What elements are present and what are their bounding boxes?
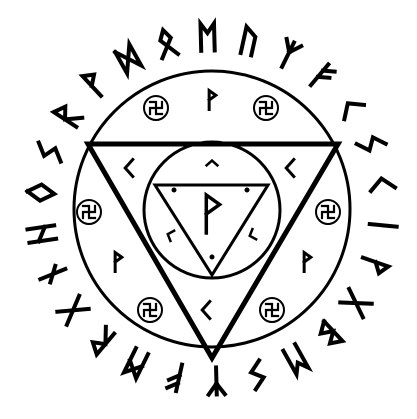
inner-rune-kaunan [125, 159, 133, 176]
swastika-roundel [144, 96, 168, 120]
outer-rune-nauthiz [38, 263, 68, 286]
outer-rune-mannaz [124, 348, 148, 378]
center-rune-wunjo [206, 195, 219, 233]
inner-rune-wunjo [209, 91, 216, 110]
outer-rune-raidho [88, 327, 114, 355]
inner-circle-rune-top [207, 161, 218, 166]
outer-rune-gebo [340, 289, 371, 317]
outer-rune-fehu [311, 64, 336, 91]
outer-rune-gebo [57, 296, 88, 325]
swastika-roundel [77, 200, 101, 224]
outer-rune-fehu [167, 363, 182, 391]
outer-rune-algiz [275, 39, 301, 70]
swastika-roundel [260, 298, 284, 322]
outer-rune-hagalaz [27, 225, 56, 242]
outer-rune-othala [155, 28, 178, 58]
outer-rune-berkano [316, 321, 342, 348]
outer-rune-ingwaz [27, 183, 55, 202]
outer-rune-sowilo [35, 143, 64, 162]
outer-triangle [88, 144, 338, 358]
outer-rune-wunjo [83, 70, 108, 96]
inner-triangle-dot [172, 188, 177, 193]
inner-triangle-dot [210, 255, 215, 260]
outer-rune-ehwaz [283, 344, 308, 374]
inner-circle-rune-right [248, 229, 256, 241]
inner-circle-rune-left [166, 229, 174, 241]
outer-rune-raidho [54, 103, 83, 127]
outer-rune-sowilo [357, 134, 386, 154]
inner-rune-kaunan [202, 301, 210, 318]
outer-rune-dagaz [115, 44, 141, 73]
outer-rune-isa [370, 224, 397, 227]
swastika-roundel [254, 96, 278, 120]
outer-rune-sowilo [249, 360, 267, 389]
swastika-roundel [316, 200, 340, 224]
outer-rune-uruz [241, 27, 257, 56]
inner-rune-wunjo [304, 253, 311, 272]
outer-rune-kaunan [338, 96, 364, 119]
outer-rune-ehwaz [200, 23, 214, 50]
outer-rune-wunjo [360, 258, 389, 276]
outer-rune-kaunan [369, 177, 395, 191]
center-rune-group [166, 161, 256, 260]
swastika-roundel [138, 298, 162, 322]
outer-rune-algiz [208, 367, 225, 394]
inner-triangle-dot [245, 188, 250, 193]
inner-rune-wunjo [115, 253, 122, 272]
inner-rune-kaunan [286, 159, 294, 176]
